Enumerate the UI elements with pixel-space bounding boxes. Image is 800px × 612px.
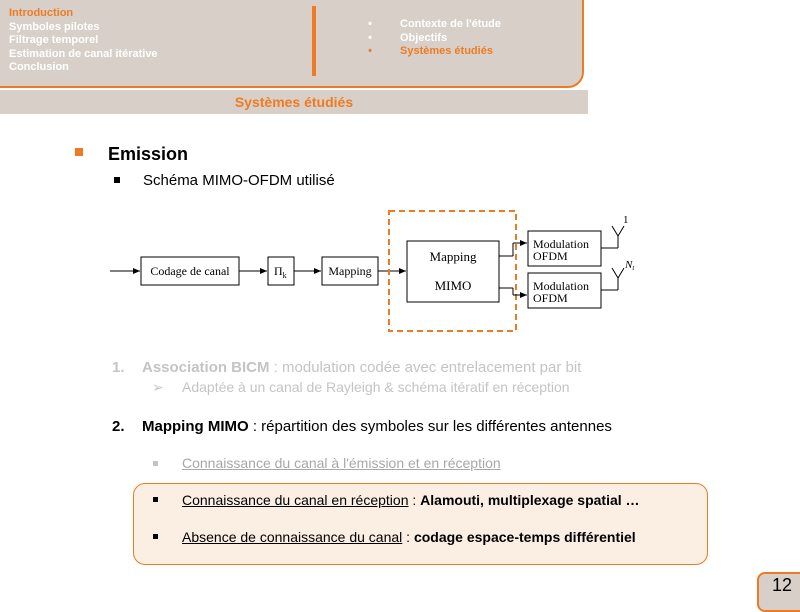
square-bullet-icon bbox=[153, 534, 158, 539]
subnav-label: Objectifs bbox=[400, 31, 448, 44]
label-mod2-line2: OFDM bbox=[533, 291, 568, 305]
slide-title: Systèmes étudiés bbox=[234, 94, 354, 110]
square-bullet-icon bbox=[153, 497, 158, 502]
item-2-rest: : répartition des symboles sur les diffé… bbox=[248, 418, 612, 435]
block-modulation-1 bbox=[527, 230, 602, 267]
square-bullet-icon bbox=[114, 177, 120, 183]
nav-item-introduction[interactable]: Introduction bbox=[9, 7, 74, 19]
antenna-1-icon bbox=[611, 225, 625, 237]
sub-item-a[interactable]: Connaissance du canal à l'émission et en… bbox=[182, 455, 501, 471]
block-mapping bbox=[321, 256, 379, 286]
item-2-number: 2. bbox=[112, 418, 125, 435]
page-number: 12 bbox=[772, 575, 793, 595]
nav-item-symboles-pilotes[interactable]: Symboles pilotes bbox=[9, 20, 100, 33]
section-nav: Introduction Symboles pilotes Filtrage t… bbox=[9, 7, 158, 75]
sub-item-b: Connaissance du canal en réception : Ala… bbox=[182, 492, 640, 508]
sub-item-c: Absence de connaissance du canal : codag… bbox=[182, 529, 636, 545]
block-interleaver bbox=[267, 256, 295, 286]
label-codage: Codage de canal bbox=[150, 264, 230, 278]
nav-item-filtrage-temporel[interactable]: Filtrage temporel bbox=[9, 34, 99, 46]
item-2-text: Mapping MIMO : répartition des symboles … bbox=[142, 418, 612, 435]
slide-title-bar: Systèmes étudiés bbox=[0, 90, 588, 114]
item-1-text: Association BICM : modulation codée avec… bbox=[142, 359, 581, 376]
item-1-bold: Association BICM bbox=[142, 359, 270, 376]
sub-item-c-link[interactable]: Absence de connaissance du canal bbox=[182, 529, 403, 545]
label-mimo-1: Mapping bbox=[430, 249, 477, 264]
block-codage bbox=[140, 256, 240, 286]
item-1-rest: : modulation codée avec entrelacement pa… bbox=[269, 359, 582, 376]
subnav-label: Systèmes étudiés bbox=[400, 45, 493, 57]
bullet-icon: • bbox=[368, 31, 372, 44]
label-mapping: Mapping bbox=[328, 264, 371, 278]
antenna-2-icon bbox=[611, 267, 625, 279]
mimo-ofdm-diagram: Codage de canal Πk Mapping Mapping MIMO … bbox=[110, 210, 635, 332]
bullet-icon: • bbox=[368, 45, 372, 57]
antenna-n-label: Nt bbox=[624, 259, 635, 272]
gray-bullet-icon bbox=[153, 461, 158, 466]
label-pi: Πk bbox=[274, 264, 287, 280]
block-mapping-mimo bbox=[406, 240, 500, 303]
block-modulation-2 bbox=[527, 272, 602, 309]
nav-item-conclusion[interactable]: Conclusion bbox=[9, 61, 69, 73]
item-2-bold: Mapping MIMO bbox=[142, 418, 249, 435]
item-1-sub: Adaptée à un canal de Rayleigh & schéma … bbox=[182, 379, 570, 395]
sub-item-b-bold: Alamouti, multiplexage spatial … bbox=[420, 492, 640, 508]
subnav-label: Contexte de l'étude bbox=[400, 18, 502, 30]
orange-bullet-icon bbox=[75, 148, 83, 156]
nav-divider bbox=[312, 6, 316, 76]
arrow-bullet-icon: ➢ bbox=[152, 379, 164, 395]
sub-item-b-link[interactable]: Connaissance du canal en réception bbox=[182, 492, 409, 508]
highlight-dashed-box bbox=[388, 210, 517, 332]
label-mod1-line1: Modulation bbox=[533, 237, 589, 251]
heading-emission: Emission bbox=[108, 144, 189, 164]
bullet-icon: • bbox=[368, 18, 372, 30]
label-mimo-2: MIMO bbox=[435, 278, 472, 293]
antenna-1-label: 1 bbox=[623, 214, 629, 226]
sub-item-c-sep: : bbox=[402, 529, 414, 545]
highlight-box bbox=[133, 483, 708, 565]
header-panel bbox=[0, 0, 584, 88]
subheading-schema: Schéma MIMO-OFDM utilisé bbox=[143, 172, 335, 189]
nav-item-estimation[interactable]: Estimation de canal itérative bbox=[9, 47, 158, 60]
label-mod1-line2: OFDM bbox=[533, 249, 568, 263]
item-1-number: 1. bbox=[112, 359, 125, 376]
sub-item-b-sep: : bbox=[408, 492, 421, 508]
label-mod2-line1: Modulation bbox=[533, 279, 589, 293]
sub-item-c-bold: codage espace-temps différentiel bbox=[413, 529, 636, 545]
